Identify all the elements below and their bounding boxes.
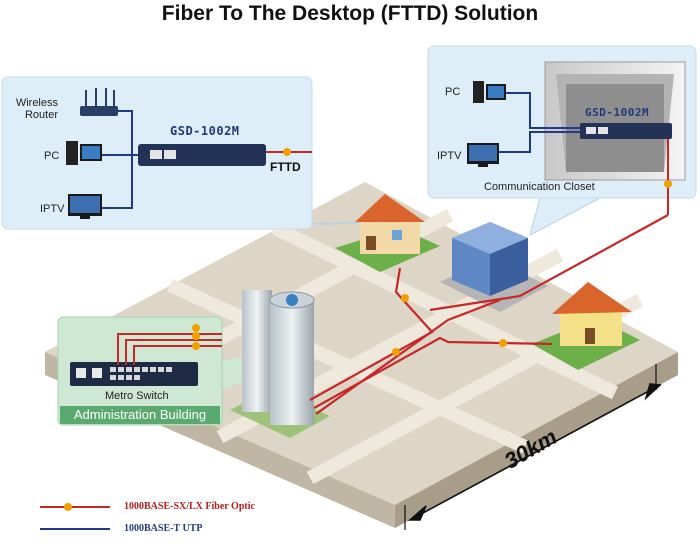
fiber-connector-icon (499, 339, 507, 347)
page-title: Fiber To The Desktop (FTTD) Solution (161, 2, 539, 25)
closet-callout-panel (427, 45, 697, 236)
fiber-connector-icon (192, 332, 200, 340)
fttd-label: FTTD (270, 160, 301, 174)
legend-utp-label: 1000BASE-T UTP (124, 523, 203, 534)
pc-icon (473, 81, 506, 103)
fiber-connector-icon (64, 503, 72, 511)
fiber-connector-icon (664, 180, 672, 188)
device-label-line: Wireless (15, 97, 58, 109)
home-utp-cables (102, 110, 140, 209)
switch-model-label: GSD-1002M (170, 124, 240, 138)
switch-model-label: GSD-1002M (585, 106, 650, 119)
office-building-icon (440, 222, 548, 312)
device-label-iptv: IPTV (437, 150, 462, 162)
communication-closet-icon (544, 61, 686, 181)
fiber-connector-icon (392, 348, 400, 356)
device-label-pc: PC (445, 86, 461, 98)
distance-arrow (404, 364, 662, 530)
admin-building-label: Administration Building (60, 406, 220, 424)
house-left-icon (335, 194, 440, 272)
iptv-icon (467, 143, 499, 167)
house-right-icon (532, 282, 640, 370)
home-callout-panel (1, 76, 371, 230)
device-label-pc: PC (44, 150, 60, 162)
gsd-1002m-switch-icon (138, 144, 266, 166)
device-label-line: Router (24, 109, 58, 121)
legend (40, 503, 110, 530)
metro-switch-label: Metro Switch (105, 390, 169, 402)
legend-fiber-label: 1000BASE-SX/LX Fiber Optic (124, 501, 255, 512)
metro-switch-icon (70, 362, 198, 386)
gsd-1002m-switch-icon (580, 123, 672, 139)
pc-icon (66, 141, 102, 165)
closet-caption: Communication Closet (484, 181, 595, 193)
fiber-connector-icon (192, 342, 200, 350)
iptv-icon (68, 194, 102, 219)
device-label-iptv: IPTV (40, 203, 65, 215)
device-label-wireless-router: Wireless Router (6, 97, 58, 121)
fiber-connector-icon (283, 148, 291, 156)
fiber-connector-icon (192, 324, 200, 332)
closet-utp-cables (499, 92, 580, 153)
wireless-router-icon (80, 88, 118, 116)
fiber-connector-icon (401, 294, 409, 302)
administration-building-icon (230, 290, 330, 438)
